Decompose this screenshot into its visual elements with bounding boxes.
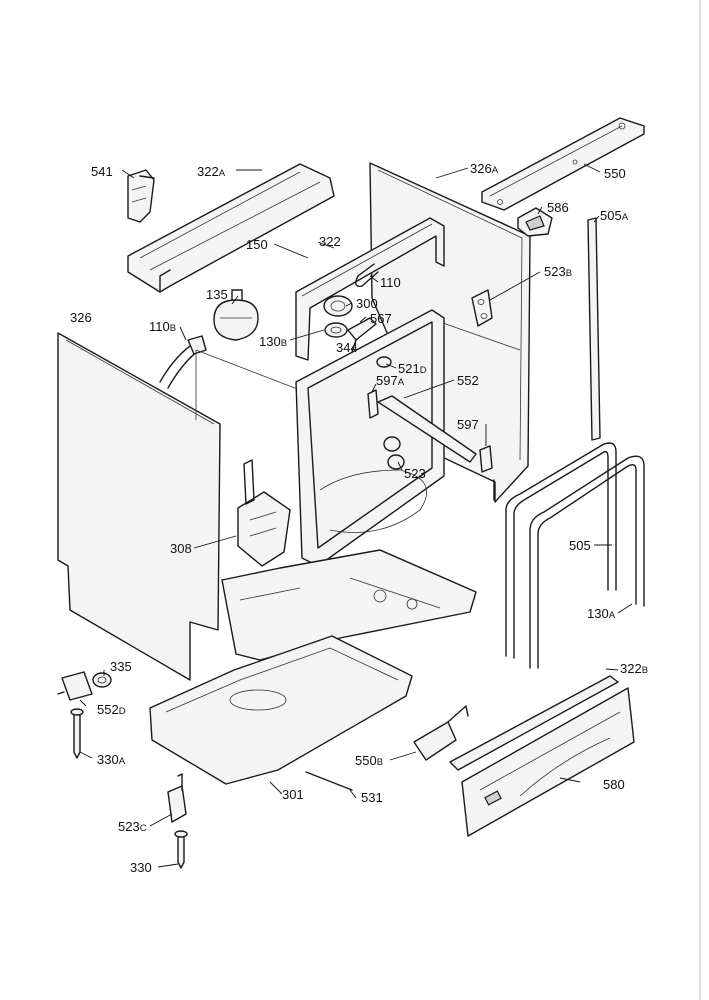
part-330-screw xyxy=(174,830,188,869)
part-335-nut xyxy=(92,672,112,688)
label-308: 308 xyxy=(170,541,192,556)
part-597-bearing xyxy=(479,445,493,473)
label-597a: 597A xyxy=(376,373,405,388)
part-552-bar xyxy=(377,395,477,463)
part-586-bracket xyxy=(517,207,553,237)
part-505a-strip xyxy=(587,217,601,441)
label-301: 301 xyxy=(282,787,304,802)
part-tub-outline xyxy=(195,321,521,420)
part-550-top-rail xyxy=(481,117,645,211)
part-541-clip xyxy=(127,169,155,223)
label-580: 580 xyxy=(603,777,625,792)
label-322: 322 xyxy=(319,234,341,249)
part-322a-top-trim xyxy=(127,163,335,293)
part-523b-latch xyxy=(471,289,493,327)
label-552d: 552D xyxy=(97,702,126,717)
label-110: 110 xyxy=(380,275,401,290)
label-531: 531 xyxy=(361,790,383,805)
label-523c: 523C xyxy=(118,819,147,834)
part-580-kickplate xyxy=(461,687,635,837)
part-base-frame xyxy=(221,549,477,661)
part-552d-foot xyxy=(57,671,93,701)
label-335: 335 xyxy=(110,659,132,674)
label-586: 586 xyxy=(547,200,569,215)
label-505a: 505A xyxy=(600,208,629,223)
label-552: 552 xyxy=(457,373,479,388)
label-567: 567 xyxy=(370,311,392,326)
label-135: 135 xyxy=(206,287,228,302)
part-110b-hose xyxy=(159,335,207,389)
part-110-pipe xyxy=(355,263,379,287)
label-326: 326 xyxy=(70,310,92,325)
label-523b: 523B xyxy=(544,264,572,279)
part-597a-bearing xyxy=(367,389,379,419)
label-597: 597 xyxy=(457,417,479,432)
part-523c-hinge xyxy=(167,773,187,823)
part-326-side-panel xyxy=(57,332,221,681)
label-550: 550 xyxy=(604,166,626,181)
part-322-front-trim xyxy=(295,217,445,361)
leader-lines xyxy=(79,163,633,868)
part-531-rod xyxy=(305,771,353,791)
label-326a: 326A xyxy=(470,161,499,176)
label-322a: 322A xyxy=(197,164,226,179)
label-110b: 110B xyxy=(149,319,176,334)
label-521d: 521D xyxy=(398,361,427,376)
part-301-base-pan xyxy=(149,635,413,785)
label-344: 344 xyxy=(336,340,358,355)
label-541: 541 xyxy=(91,164,113,179)
label-523: 523 xyxy=(404,466,426,481)
part-322b-strip xyxy=(449,675,619,771)
label-330: 330 xyxy=(130,860,152,875)
label-150: 150 xyxy=(246,237,268,252)
part-344-clamp xyxy=(347,317,377,353)
part-130a-gasket xyxy=(529,455,645,669)
label-322b: 322B xyxy=(620,661,648,676)
part-300-valve xyxy=(323,295,353,338)
label-130a: 130A xyxy=(587,606,616,621)
label-330a: 330A xyxy=(97,752,126,767)
part-505-gasket xyxy=(505,442,617,659)
label-550b: 550B xyxy=(355,753,383,768)
part-labels: 541 322A 326A 550 586 505A 322 150 110 5… xyxy=(70,161,648,875)
label-130b: 130B xyxy=(259,334,287,349)
part-135-air-break xyxy=(213,289,259,341)
part-tub-front-frame xyxy=(295,309,445,567)
part-550b-bracket xyxy=(413,705,469,761)
part-330a-screw xyxy=(70,708,84,759)
label-505: 505 xyxy=(569,538,591,553)
part-308-pump xyxy=(237,459,291,567)
label-300: 300 xyxy=(356,296,378,311)
